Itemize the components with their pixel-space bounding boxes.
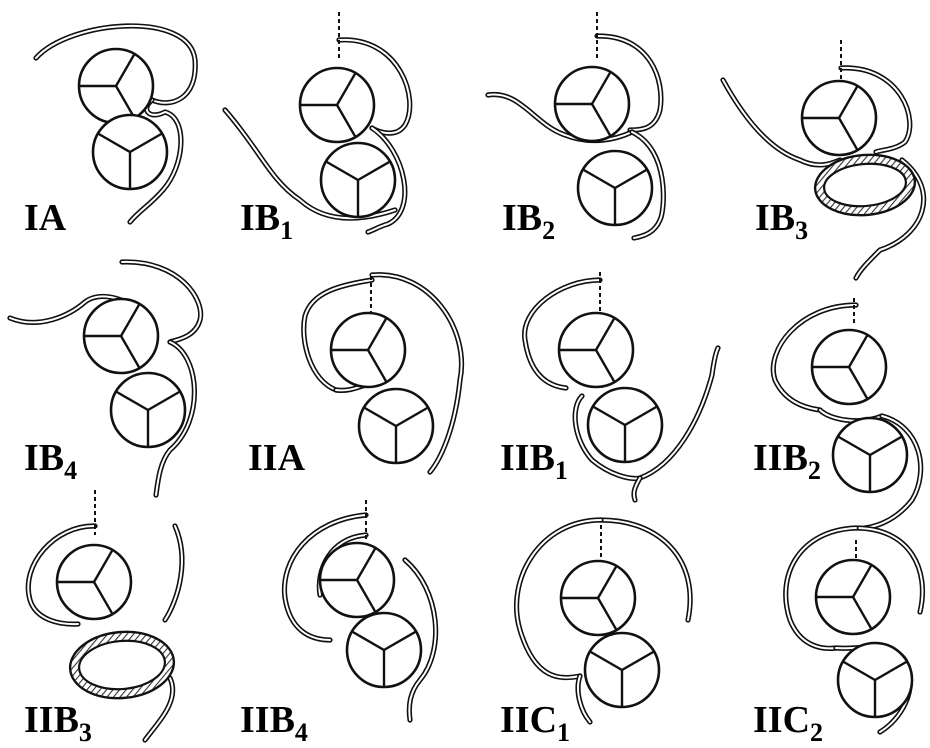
upper-valve [802, 81, 876, 155]
upper-valve [555, 67, 629, 141]
upper-valve [79, 49, 153, 123]
panel-label: IA [24, 197, 67, 239]
upper-valve [320, 543, 394, 617]
lower-valve [347, 613, 421, 687]
panel-label: IIB1 [500, 437, 568, 485]
panel-label: IB3 [755, 197, 808, 245]
lower-valve [833, 418, 907, 492]
panel-label: IB4 [24, 437, 77, 485]
panel-ib3: IB3 [723, 40, 924, 278]
panel-label: IIC1 [500, 699, 570, 747]
panel-ia: IA [24, 26, 195, 239]
upper-valve [559, 313, 633, 387]
panel-label: IIC2 [753, 699, 823, 747]
vessel-segment [165, 526, 182, 620]
panel-ib4: IB4 [10, 262, 201, 495]
panel-label: IIB3 [24, 699, 92, 747]
upper-valve [300, 68, 374, 142]
lower-valve [588, 388, 662, 462]
panel-iia: IIA [248, 275, 462, 479]
panel-iib4: IIB4 [240, 500, 436, 747]
lower-valve [585, 633, 659, 707]
panel-iib1: IIB1 [500, 272, 718, 500]
panel-iic1: IIC1 [500, 520, 690, 747]
lower-valve [111, 373, 185, 447]
hatched-vessel-ring [67, 628, 176, 703]
panel-iib3: IIB3 [24, 490, 182, 747]
lower-valve [359, 389, 433, 463]
panel-label: IIA [248, 437, 306, 479]
upper-valve [57, 545, 131, 619]
upper-valve [331, 313, 405, 387]
lower-valve [838, 643, 912, 717]
panel-ib1: IB1 [225, 12, 410, 245]
lower-valve [321, 143, 395, 217]
upper-valve [561, 561, 635, 635]
panel-label: IIB4 [240, 699, 308, 747]
panel-label: IB1 [240, 197, 293, 245]
panel-iib2: IIB2 [753, 298, 921, 528]
panel-label: IIB2 [753, 437, 821, 485]
vessel-segment [634, 478, 640, 500]
upper-valve [84, 299, 158, 373]
panel-iic2: IIC2 [753, 528, 922, 747]
lower-valve [93, 115, 167, 189]
upper-valve [816, 560, 890, 634]
panel-label: IB2 [502, 197, 555, 245]
upper-valve [812, 330, 886, 404]
panel-ib2: IB2 [488, 12, 663, 245]
lower-valve [578, 151, 652, 225]
